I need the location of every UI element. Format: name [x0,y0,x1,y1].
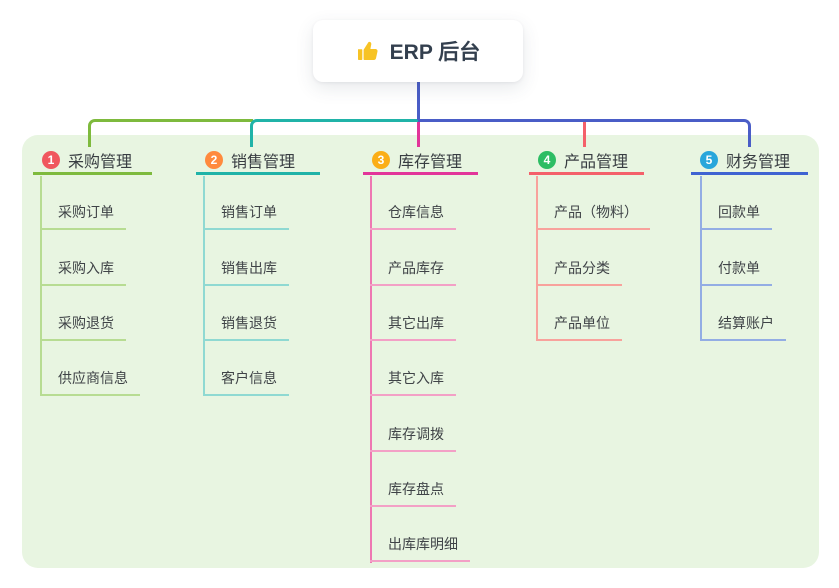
connector-branch-2 [250,119,418,147]
branch-5-title-label: 财务管理 [726,153,791,171]
node-product-unit[interactable]: 产品单位 [536,313,622,341]
branch-1-title-label: 采购管理 [68,153,133,171]
node-purchase-order[interactable]: 采购订单 [40,202,126,230]
branch-5-number-badge: 5 [700,150,718,169]
connector-branch-4 [583,122,586,147]
branch-3-title[interactable]: 3 库存管理 [363,147,478,175]
node-settlement-account[interactable]: 结算账户 [700,313,786,341]
node-purchase-inbound[interactable]: 采购入库 [40,258,126,286]
branch-2-trunk-line [203,176,205,396]
node-product-category[interactable]: 产品分类 [536,258,622,286]
node-stock-transfer[interactable]: 库存调拨 [370,424,456,452]
branch-3-number-badge: 3 [372,150,390,169]
branch-1-title[interactable]: 1 采购管理 [33,147,152,175]
branches-background-panel [22,135,819,568]
branch-5-title[interactable]: 5 财务管理 [691,147,808,175]
node-sales-order[interactable]: 销售订单 [203,202,289,230]
node-stock-count[interactable]: 库存盘点 [370,479,456,507]
node-warehouse-info[interactable]: 仓库信息 [370,202,456,230]
node-sales-return[interactable]: 销售退货 [203,313,289,341]
node-supplier-info[interactable]: 供应商信息 [40,368,140,396]
branch-4-title-label: 产品管理 [564,153,629,171]
branch-5-trunk-line [700,176,702,341]
branch-3-trunk-line [370,176,372,563]
branch-1-trunk-line [40,176,42,396]
root-node-label: ERP 后台 [389,41,481,64]
branch-2-number-badge: 2 [205,150,223,169]
connector-branch-5 [418,119,751,147]
branch-4-number-badge: 4 [538,150,556,169]
node-outbound-detail[interactable]: 出库库明细 [370,534,470,562]
node-product-stock[interactable]: 产品库存 [370,258,456,286]
branch-2-title[interactable]: 2 销售管理 [196,147,320,175]
branch-1-number-badge: 1 [42,150,60,169]
branch-2-title-label: 销售管理 [231,153,296,171]
root-connector-line [417,82,420,120]
node-other-inbound[interactable]: 其它入库 [370,368,456,396]
branch-3-title-label: 库存管理 [398,153,463,171]
connector-branch-3 [417,122,420,147]
node-sales-outbound[interactable]: 销售出库 [203,258,289,286]
node-purchase-return[interactable]: 采购退货 [40,313,126,341]
connector-branch-1 [88,119,253,147]
thumbs-up-icon [356,39,380,63]
node-product-material[interactable]: 产品（物料） [536,202,650,230]
branch-4-trunk-line [536,176,538,341]
node-payment-order[interactable]: 付款单 [700,258,772,286]
node-customer-info[interactable]: 客户信息 [203,368,289,396]
node-other-outbound[interactable]: 其它出库 [370,313,456,341]
branch-4-title[interactable]: 4 产品管理 [529,147,644,175]
root-node[interactable]: ERP 后台 [313,20,523,82]
node-receipt-order[interactable]: 回款单 [700,202,772,230]
